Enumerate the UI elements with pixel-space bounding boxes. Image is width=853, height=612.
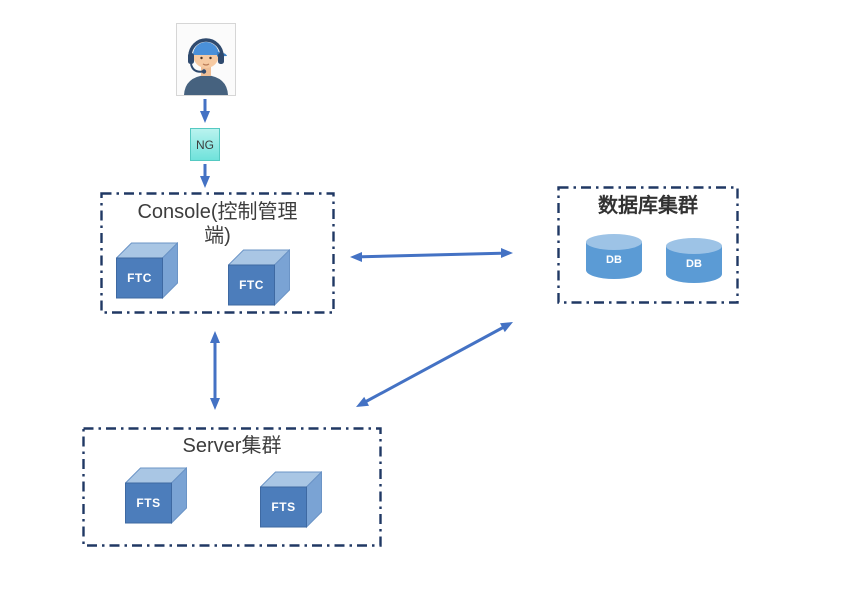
fts-node-1-label: FTS bbox=[136, 496, 161, 510]
database-cylinder-icon bbox=[666, 238, 722, 283]
support-agent-illustration bbox=[184, 38, 228, 95]
database-cylinder-icon bbox=[586, 234, 642, 279]
fts-node-2-label: FTS bbox=[271, 500, 296, 514]
db-node-2-label: DB bbox=[686, 258, 702, 270]
server-cluster-group: Server集群 FTS FTS bbox=[82, 427, 382, 547]
arrow-console-database bbox=[350, 248, 513, 262]
ftc-node-2-label: FTC bbox=[239, 278, 264, 292]
ng-gateway-node: NG bbox=[190, 128, 220, 161]
fts-node-1: FTS bbox=[125, 467, 187, 525]
server-cluster-border bbox=[82, 427, 382, 547]
arrow-console-server bbox=[210, 331, 220, 410]
db-node-1-label: DB bbox=[606, 254, 622, 266]
arrow-server-database bbox=[356, 322, 513, 407]
db-node-1: DB bbox=[585, 233, 643, 280]
database-cluster-group: 数据库集群 DB DB bbox=[557, 186, 739, 304]
db-node-2: DB bbox=[665, 237, 723, 284]
ftc-node-1-label: FTC bbox=[127, 271, 152, 285]
ftc-node-2: FTC bbox=[228, 249, 290, 307]
server-cluster-title: Server集群 bbox=[182, 435, 282, 457]
console-group: Console(控制管理端) FTC FTC bbox=[100, 192, 335, 314]
fts-node-2: FTS bbox=[260, 471, 322, 529]
console-group-title: Console(控制管理端) bbox=[137, 201, 298, 247]
cube-icon bbox=[260, 471, 322, 529]
database-cluster-border bbox=[557, 186, 739, 304]
cube-icon bbox=[116, 242, 178, 300]
console-group-border bbox=[100, 192, 335, 314]
cube-icon bbox=[125, 467, 187, 525]
user-avatar-icon bbox=[176, 23, 236, 96]
ng-node-label: NG bbox=[196, 137, 214, 152]
database-cluster-title: 数据库集群 bbox=[598, 195, 698, 217]
ftc-node-1: FTC bbox=[116, 242, 178, 300]
arrow-ng-to-console bbox=[200, 164, 210, 188]
cube-icon bbox=[228, 249, 290, 307]
arrow-user-to-ng bbox=[200, 99, 210, 123]
